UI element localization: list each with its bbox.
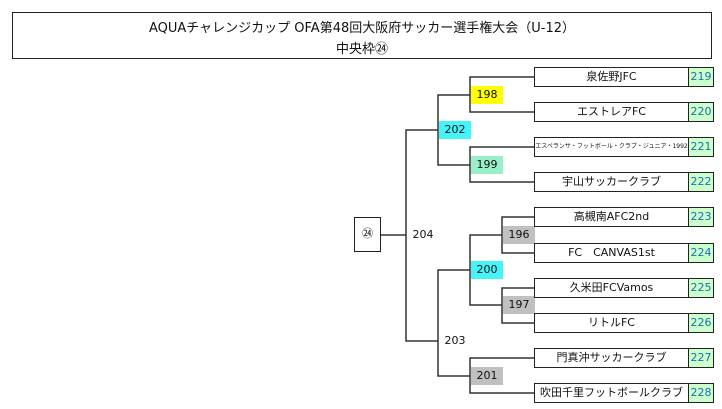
match-199: 199	[471, 156, 503, 174]
team-number: 227	[688, 348, 714, 368]
team-name: 吹田千里フットボールクラブ	[534, 383, 689, 403]
team-number: 225	[688, 278, 714, 298]
match-198: 198	[471, 86, 503, 104]
team-name: リトルFC	[534, 313, 689, 333]
match-204: 204	[412, 228, 434, 241]
team-name: 久米田FCVamos	[534, 278, 689, 298]
match-202: 202	[439, 121, 471, 139]
match-201: 201	[471, 367, 503, 385]
team-number: 219	[688, 67, 714, 87]
tournament-title: AQUAチャレンジカップ OFA第48回大阪府サッカー選手権大会（U-12）	[148, 21, 575, 36]
title-box: AQUAチャレンジカップ OFA第48回大阪府サッカー選手権大会（U-12） 中…	[12, 12, 712, 59]
match-196: 196	[503, 226, 535, 244]
block-box: ㉔	[354, 217, 381, 252]
team-number: 223	[688, 207, 714, 227]
team-name: 門真沖サッカークラブ	[534, 348, 689, 368]
team-number: 221	[688, 137, 714, 157]
team-number: 220	[688, 102, 714, 122]
team-name: エストレアFC	[534, 102, 689, 122]
team-number: 224	[688, 243, 714, 263]
line-203	[437, 269, 470, 377]
match-200: 200	[471, 261, 503, 279]
team-name: 宇山サッカークラブ	[534, 172, 689, 192]
block-subtitle: 中央枠㉔	[335, 42, 388, 57]
team-number: 222	[688, 172, 714, 192]
team-name: FC CANVAS1st	[534, 243, 689, 263]
team-name: エスペランサ・フットボール・クラブ・ジュニア・1992	[534, 137, 689, 157]
match-203: 203	[444, 334, 466, 347]
team-number: 228	[688, 383, 714, 403]
match-197: 197	[503, 296, 535, 314]
team-name: 高槻南AFC2nd	[534, 207, 689, 227]
team-name: 泉佐野JFC	[534, 67, 689, 87]
team-number: 226	[688, 313, 714, 333]
